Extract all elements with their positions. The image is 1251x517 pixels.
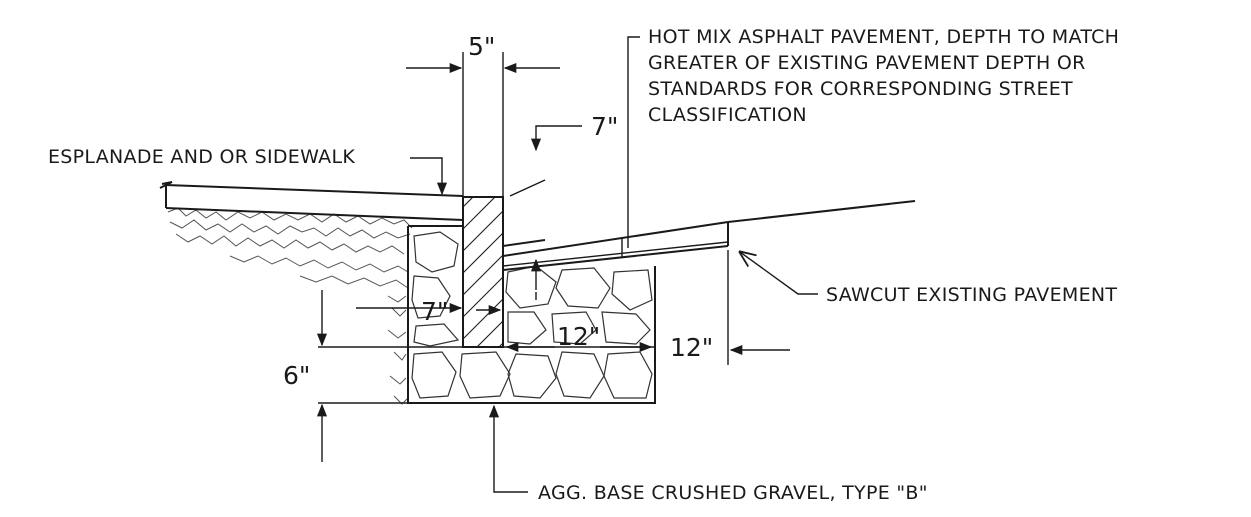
curb-reveal-label: 7" (591, 112, 618, 141)
sawcut-callout: SAWCUT EXISTING PAVEMENT (740, 252, 1117, 306)
soil-texture (167, 207, 413, 405)
base-depth-dimension: 6" (283, 290, 408, 462)
asphalt-label-line2: GREATER OF EXISTING PAVEMENT DEPTH OR (648, 52, 1086, 74)
curb-lower-dimension: 7" (356, 297, 502, 326)
concrete-curb (462, 196, 504, 348)
base-depth-label: 6" (283, 361, 310, 390)
asphalt-pavement (502, 200, 916, 271)
base-width-label: 12" (557, 322, 600, 351)
aggregate-label: AGG. BASE CRUSHED GRAVEL, TYPE "B" (538, 482, 928, 504)
curb-width-label: 5" (468, 32, 495, 61)
sawcut-offset-label: 12" (670, 333, 713, 362)
asphalt-label-line3: STANDARDS FOR CORRESPONDING STREET (648, 78, 1073, 100)
esplanade-label: ESPLANADE AND OR SIDEWALK (48, 146, 355, 168)
asphalt-label-line1: HOT MIX ASPHALT PAVEMENT, DEPTH TO MATCH (648, 26, 1119, 48)
curb-width-dimension: 5" (406, 32, 560, 196)
asphalt-callout: HOT MIX ASPHALT PAVEMENT, DEPTH TO MATCH… (627, 26, 1119, 248)
aggregate-stones (411, 231, 653, 399)
curb-lower-label: 7" (421, 297, 448, 326)
curb-reveal-dimension: 7" (509, 112, 618, 300)
sawcut-offset-dimension: 12" (670, 250, 790, 365)
sawcut-label: SAWCUT EXISTING PAVEMENT (826, 284, 1117, 306)
esplanade-callout: ESPLANADE AND OR SIDEWALK (48, 146, 448, 196)
base-width-dimension: 12" (505, 322, 653, 353)
sidewalk-slab (159, 181, 464, 221)
asphalt-label-line4: CLASSIFICATION (648, 104, 807, 126)
aggregate-callout: AGG. BASE CRUSHED GRAVEL, TYPE "B" (488, 404, 928, 504)
